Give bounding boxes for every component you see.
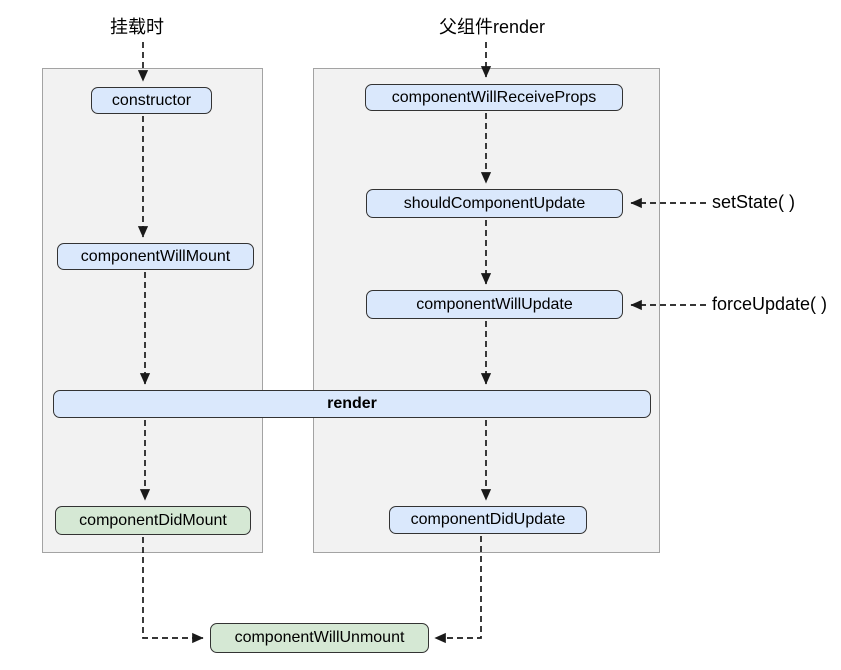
node-component-will-unmount: componentWillUnmount — [210, 623, 429, 653]
node-component-will-receive-props: componentWillReceiveProps — [365, 84, 623, 111]
mount-phase-panel — [42, 68, 263, 553]
set-state-label: setState( ) — [712, 192, 796, 212]
node-constructor: constructor — [91, 87, 212, 114]
node-component-did-update: componentDidUpdate — [389, 506, 587, 534]
arrow-didupdate-to-willunmount — [434, 536, 482, 644]
parent-render-label: 父组件render — [438, 17, 546, 37]
node-component-will-mount: componentWillMount — [57, 243, 254, 270]
mount-phase-label: 挂载时 — [110, 17, 164, 37]
force-update-label: forceUpdate( ) — [712, 294, 828, 314]
node-component-did-mount: componentDidMount — [55, 506, 251, 535]
node-should-component-update: shouldComponentUpdate — [366, 189, 623, 218]
node-render: render — [53, 390, 651, 418]
node-component-will-update: componentWillUpdate — [366, 290, 623, 319]
arrow-didmount-to-willunmount — [142, 537, 204, 644]
